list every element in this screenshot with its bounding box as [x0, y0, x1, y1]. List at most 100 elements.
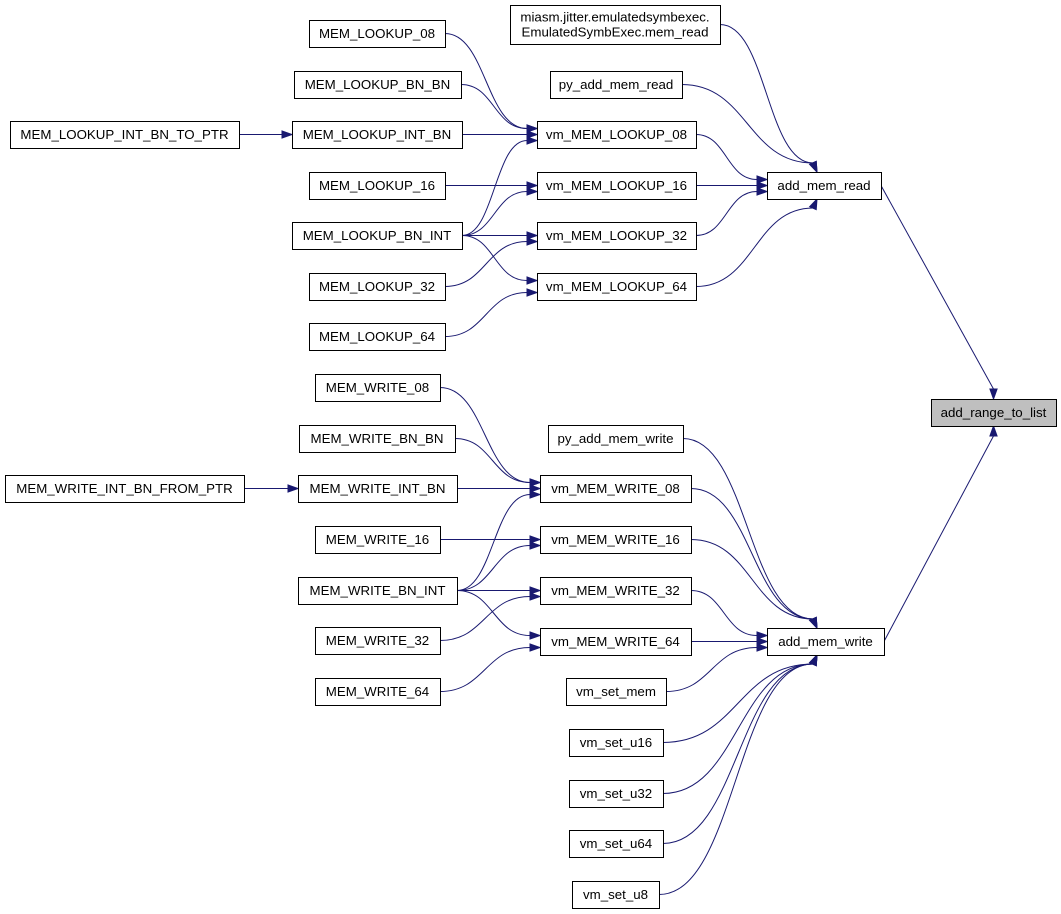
- node-mem-lookup-32[interactable]: MEM_LOOKUP_32: [309, 273, 446, 301]
- edge-mem-lookup-bn-int-to-vm-mem-lookup-08: [461, 136, 539, 236]
- edge-line: [719, 24, 814, 164]
- arrowhead: [529, 535, 542, 544]
- node-box: [292, 121, 463, 149]
- arrowhead: [526, 231, 539, 240]
- node-mem-write-int-bn-from-ptr[interactable]: MEM_WRITE_INT_BN_FROM_PTR: [5, 475, 245, 503]
- edge-mem-write-bn-int-to-vm-mem-write-64: [456, 590, 542, 640]
- node-mem-lookup-int-bn-to-ptr[interactable]: MEM_LOOKUP_INT_BN_TO_PTR: [10, 121, 240, 149]
- arrowhead: [808, 653, 818, 667]
- arrowhead: [529, 643, 542, 652]
- edge-mem-write-bn-int-to-vm-mem-write-32: [457, 586, 542, 595]
- node-box: [537, 121, 697, 149]
- arrowhead: [989, 388, 998, 401]
- node-mem-lookup-bn-bn[interactable]: MEM_LOOKUP_BN_BN: [294, 71, 462, 99]
- node-vm-mem-lookup-16[interactable]: vm_MEM_LOOKUP_16: [537, 172, 697, 200]
- edge-line: [439, 387, 531, 483]
- edge-line: [880, 185, 994, 390]
- node-vm-set-u64[interactable]: vm_set_u64: [569, 830, 664, 858]
- node-vm-mem-write-32[interactable]: vm_MEM_WRITE_32: [540, 577, 692, 605]
- edge-line: [662, 663, 814, 743]
- arrowhead: [281, 130, 294, 139]
- node-mem-lookup-bn-int[interactable]: MEM_LOOKUP_BN_INT: [292, 222, 463, 250]
- edge-vm-set-mem-to-add-mem-write: [665, 643, 769, 692]
- node-label: MEM_LOOKUP_INT_BN: [303, 127, 452, 142]
- node-add-range-to-list[interactable]: add_range_to_list: [931, 399, 1057, 427]
- node-mem-write-64[interactable]: MEM_WRITE_64: [315, 678, 441, 706]
- edge-mem-lookup-int-bn-to-ptr-to-mem-lookup-int-bn: [239, 130, 294, 139]
- arrowhead: [526, 136, 539, 145]
- node-box: [315, 526, 441, 554]
- edge-vm-mem-write-64-to-add-mem-write: [691, 637, 769, 646]
- arrowhead: [526, 237, 539, 246]
- edge-line: [695, 207, 814, 287]
- edge-mem-lookup-32-to-vm-mem-lookup-32: [444, 237, 539, 287]
- edge-line: [682, 438, 814, 620]
- edge-line: [665, 647, 758, 692]
- node-box: [315, 627, 441, 655]
- node-mem-write-32[interactable]: MEM_WRITE_32: [315, 627, 441, 655]
- node-label: vm_MEM_WRITE_08: [551, 481, 680, 496]
- arrowhead: [526, 288, 539, 297]
- edge-line: [456, 494, 531, 591]
- node-vm-set-u16[interactable]: vm_set_u16: [569, 729, 664, 757]
- edge-py-add-mem-read-to-add-mem-read: [681, 84, 818, 174]
- edge-line: [883, 435, 994, 642]
- node-box: [309, 323, 446, 351]
- edge-line: [456, 590, 531, 636]
- arrowhead: [526, 130, 539, 139]
- node-label: MEM_LOOKUP_32: [319, 279, 435, 294]
- node-mem-write-bn-bn[interactable]: MEM_WRITE_BN_BN: [299, 425, 456, 453]
- arrowhead: [526, 181, 539, 190]
- node-mem-write-bn-int[interactable]: MEM_WRITE_BN_INT: [298, 577, 458, 605]
- node-label: MEM_LOOKUP_BN_BN: [305, 77, 451, 92]
- edge-mem-lookup-bn-int-to-vm-mem-lookup-32: [462, 231, 539, 240]
- node-vm-mem-lookup-32[interactable]: vm_MEM_LOOKUP_32: [537, 222, 697, 250]
- node-mem-lookup-16[interactable]: MEM_LOOKUP_16: [309, 172, 446, 200]
- edge-line: [461, 235, 528, 281]
- node-vm-set-mem[interactable]: vm_set_mem: [566, 678, 667, 706]
- node-vm-mem-write-16[interactable]: vm_MEM_WRITE_16: [540, 526, 692, 554]
- node-mem-write-08[interactable]: MEM_WRITE_08: [315, 374, 441, 402]
- node-mem-write-16[interactable]: MEM_WRITE_16: [315, 526, 441, 554]
- node-box: [767, 628, 885, 656]
- edge-vm-mem-write-32-to-add-mem-write: [690, 590, 769, 640]
- edge-line: [461, 140, 528, 236]
- node-label: vm_MEM_WRITE_32: [551, 583, 680, 598]
- arrowhead: [808, 197, 818, 211]
- edge-mem-write-int-bn-from-ptr-to-mem-write-int-bn: [244, 484, 300, 493]
- arrowhead: [529, 592, 542, 601]
- node-emulated-mem-read[interactable]: miasm.jitter.emulatedsymbexec.EmulatedSy…: [510, 5, 721, 45]
- arrowhead: [529, 586, 542, 595]
- edge-vm-mem-lookup-16-to-add-mem-read: [695, 181, 769, 190]
- node-box: [309, 172, 446, 200]
- node-vm-set-u8[interactable]: vm_set_u8: [572, 881, 660, 909]
- node-mem-lookup-int-bn[interactable]: MEM_LOOKUP_INT_BN: [292, 121, 463, 149]
- node-label: MEM_WRITE_INT_BN_FROM_PTR: [16, 481, 232, 496]
- node-vm-mem-lookup-08[interactable]: vm_MEM_LOOKUP_08: [537, 121, 697, 149]
- node-vm-mem-write-64[interactable]: vm_MEM_WRITE_64: [540, 628, 692, 656]
- node-vm-mem-write-08[interactable]: vm_MEM_WRITE_08: [540, 475, 692, 503]
- arrowhead: [808, 616, 818, 630]
- edge-py-add-mem-write-to-add-mem-write: [682, 438, 818, 630]
- node-label: MEM_LOOKUP_BN_INT: [303, 228, 452, 243]
- node-mem-lookup-08[interactable]: MEM_LOOKUP_08: [309, 20, 446, 48]
- node-label: vm_MEM_LOOKUP_16: [546, 178, 687, 193]
- edge-vm-set-u64-to-add-mem-write: [662, 653, 818, 844]
- node-py-add-mem-write[interactable]: py_add_mem_write: [548, 425, 684, 453]
- node-mem-lookup-64[interactable]: MEM_LOOKUP_64: [309, 323, 446, 351]
- node-vm-mem-lookup-64[interactable]: vm_MEM_LOOKUP_64: [537, 273, 697, 301]
- edge-line: [690, 590, 758, 636]
- node-py-add-mem-read[interactable]: py_add_mem_read: [550, 71, 683, 99]
- node-box: [548, 425, 684, 453]
- node-box: [550, 71, 683, 99]
- node-add-mem-read[interactable]: add_mem_read: [767, 172, 882, 200]
- node-label: vm_set_u64: [580, 836, 652, 851]
- edge-mem-write-bn-int-to-vm-mem-write-08: [456, 490, 542, 591]
- node-box: [537, 273, 697, 301]
- arrowhead: [756, 175, 769, 184]
- node-mem-write-int-bn[interactable]: MEM_WRITE_INT_BN: [298, 475, 458, 503]
- node-add-mem-write[interactable]: add_mem_write: [767, 628, 885, 656]
- node-vm-set-u32[interactable]: vm_set_u32: [569, 780, 664, 808]
- node-box: [292, 222, 463, 250]
- node-box: [510, 5, 721, 45]
